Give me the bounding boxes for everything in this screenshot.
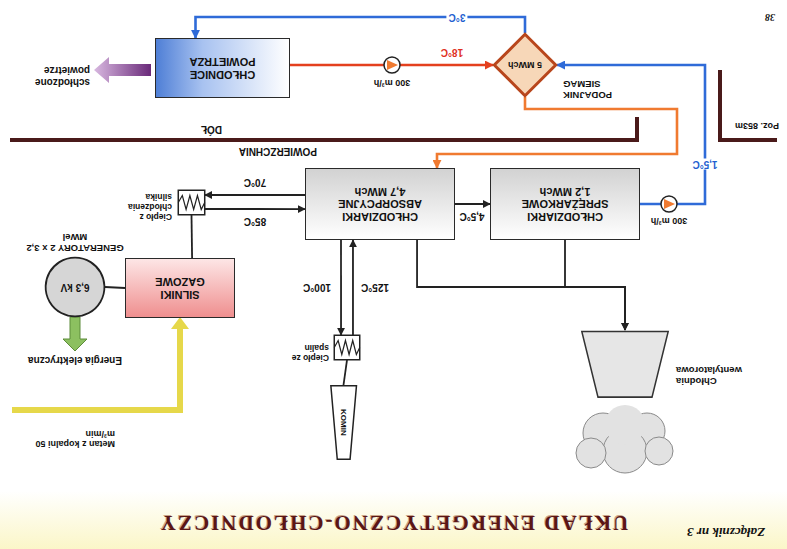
pipe-connector <box>340 240 342 335</box>
fuel-note: Metan z kopalni 50 m³/min <box>31 428 115 449</box>
outline-path <box>494 34 555 95</box>
flow-rate: 300 m³/h <box>374 78 411 88</box>
feeder-diamond: PODAJNIK SIEMAG5 MWch <box>493 33 557 97</box>
chiller-box: CHŁODZIARKI ABSORPCYJNE4,7 MWch <box>305 168 455 240</box>
outline-path <box>178 196 204 210</box>
pipe-connector <box>205 194 305 196</box>
outline-path <box>598 396 652 398</box>
node-heading: GENERATORY 2 x 3,2 MWel <box>23 231 127 253</box>
outline-path <box>331 386 357 460</box>
node-text: 6,3 kV <box>61 281 90 293</box>
outline-path <box>46 258 105 317</box>
diagram-title: UKŁAD ENERGETYCZNO-CHŁODNICZY <box>0 510 787 535</box>
surface-line <box>10 117 637 140</box>
node-heading: Chłodnia wentylatorowa <box>676 364 760 386</box>
pump-symbol <box>384 57 400 73</box>
pipe-connector <box>352 240 354 335</box>
node-heading: Ciepło ze spalin <box>281 342 329 362</box>
outline-path <box>582 331 668 397</box>
cooling-tower-outline <box>580 330 670 400</box>
temperature-label: 125°C <box>359 282 391 293</box>
heat-exchanger-outline <box>178 190 205 215</box>
chiller-box: CHŁODZIARKI SPRĘŻARKOWE1,2 MWch <box>490 168 640 240</box>
pipe-connector <box>565 240 625 330</box>
heat-exchanger-outline <box>334 335 360 360</box>
chimney: KOMIN <box>330 385 357 460</box>
power-arrow <box>63 317 87 351</box>
node-text: KOMIN <box>339 409 348 436</box>
node-text: 1,2 MWch <box>540 185 591 198</box>
node-text: SILNIKI GAZOWE <box>143 275 218 300</box>
outline-path <box>334 335 359 360</box>
outline-path <box>178 190 204 215</box>
flow-rate: 300 m³/h <box>651 216 688 226</box>
level-label: DÓŁ <box>201 124 222 136</box>
cooling-tower: Chłodnia wentylatorowa <box>580 330 670 400</box>
temperature-label: 70°C <box>242 177 268 188</box>
gas-engine-box: SILNIKI GAZOWE <box>125 258 235 318</box>
node-heading: Ciepło z chłodzenia silnika <box>108 192 172 221</box>
pipe-connector <box>196 17 526 38</box>
pipe-connector <box>455 203 490 205</box>
title-band <box>0 491 787 549</box>
pipe-connector <box>105 287 125 288</box>
node-text: CHŁODZIARKI SPRĘŻARKOWE <box>499 198 631 223</box>
pipe-connector <box>417 240 625 330</box>
temperature-label: 1,5°C <box>690 159 719 170</box>
temperature-label: 18°C <box>439 47 465 58</box>
temperature-label: 4,5°C <box>457 211 486 222</box>
depth-label: Poz. 853m <box>735 121 779 131</box>
steam-cloud <box>576 405 673 473</box>
pipe-connector <box>191 215 193 258</box>
air-cooler-box: CHŁODNICE POWIETRZA <box>155 38 290 98</box>
methane-arrowhead <box>171 317 189 329</box>
node-text: CHŁODNICE POWIETRZA <box>173 55 273 80</box>
temperature-label: 3°C <box>447 12 468 23</box>
generator-circle: 6,3 kVGENERATORY 2 x 3,2 MWel <box>45 257 105 317</box>
annex-note: Załącznik nr 3 <box>687 524 765 539</box>
methane-pipe <box>12 327 180 410</box>
temperature-label: 85°C <box>242 216 268 227</box>
pipe-connector <box>205 208 305 210</box>
temperature-label: 100°C <box>301 282 333 293</box>
node-heading: PODAJNIK SIEMAG <box>563 78 631 100</box>
level-label: POWIERZCHNIA <box>239 146 317 158</box>
node-text: CHŁODZIARKI ABSORPCYJNE <box>314 198 446 223</box>
output-note: Energia elektryczna <box>15 355 135 367</box>
outline-path <box>334 341 359 355</box>
page-number: 38 <box>765 12 775 24</box>
cold-air-arrow <box>94 57 151 83</box>
pipe-connector <box>437 97 677 168</box>
node-text: 5 MWch <box>508 60 542 70</box>
pipe-connector <box>344 360 348 385</box>
heat-exchanger: Ciepło ze spalin <box>334 335 360 360</box>
pump-symbol <box>661 196 677 212</box>
node-text: 4,7 MWch <box>355 185 406 198</box>
air-note: schłodzone powietrze <box>10 65 90 88</box>
heat-exchanger: Ciepło z chłodzenia silnika <box>178 190 205 215</box>
